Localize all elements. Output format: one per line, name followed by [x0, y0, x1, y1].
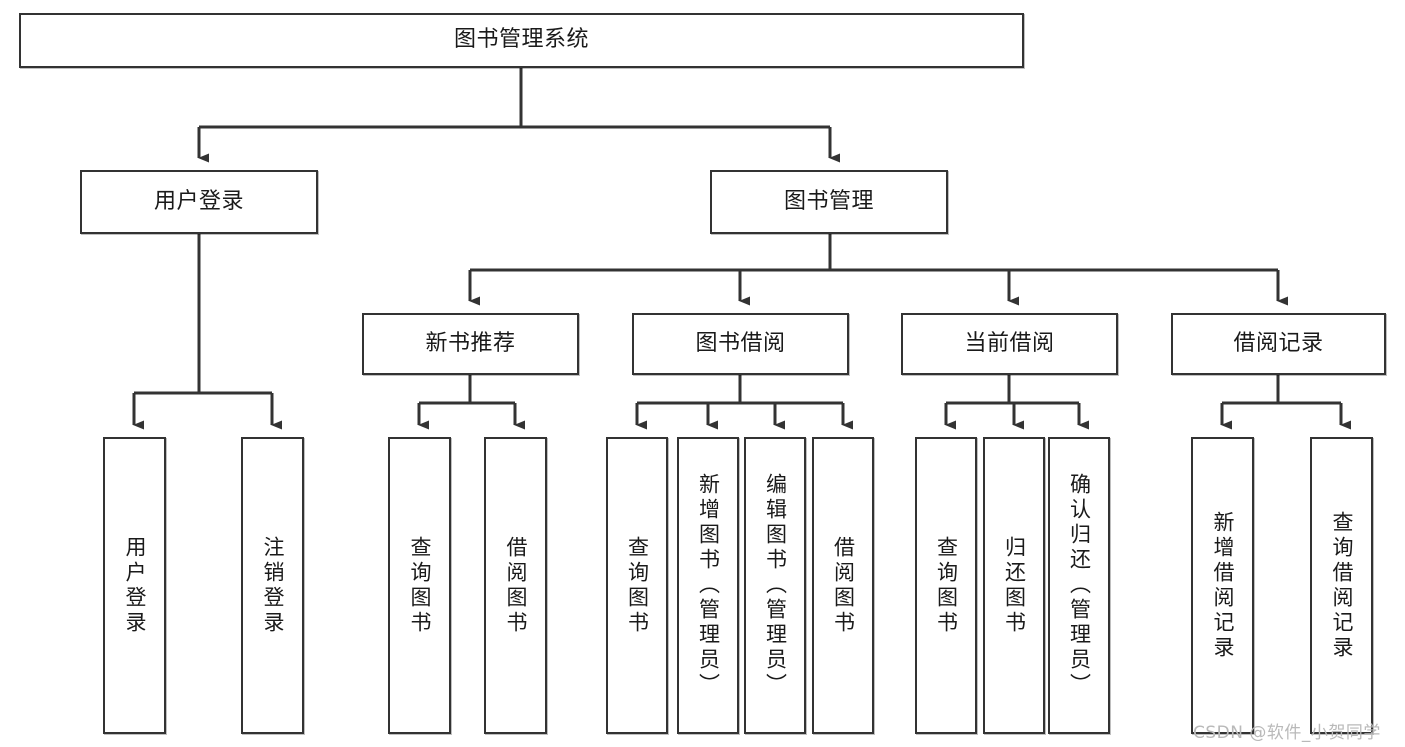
- node-leaf-return-book[interactable]: 归还图书: [983, 437, 1045, 734]
- connector-bookmanage-to-level3: [468, 234, 1288, 306]
- node-current-borrow[interactable]: 当前借阅: [901, 313, 1118, 375]
- node-leaf-add-book[interactable]: 新增图书（管理员）: [677, 437, 739, 734]
- connector-newbookrec-to-leaves: [417, 375, 525, 430]
- node-borrow-record[interactable]: 借阅记录: [1171, 313, 1386, 375]
- node-new-book-rec[interactable]: 新书推荐: [362, 313, 579, 375]
- node-leaf-borrow-book-2[interactable]: 借阅图书: [812, 437, 874, 734]
- node-leaf-add-book-label: 新增图书（管理员）: [696, 473, 721, 698]
- node-book-manage-label: 图书管理: [783, 188, 874, 214]
- csdn-watermark: CSDN @软件_小贺同学: [1193, 723, 1381, 743]
- node-book-borrow-label: 图书借阅: [695, 330, 786, 356]
- node-new-book-rec-label: 新书推荐: [425, 330, 516, 356]
- node-leaf-user-login-label: 用户登录: [123, 535, 147, 636]
- node-borrow-record-label: 借阅记录: [1233, 330, 1324, 356]
- node-leaf-borrow-book-1-label: 借阅图书: [504, 535, 528, 636]
- connector-root-to-level2: [197, 68, 840, 163]
- node-user-login[interactable]: 用户登录: [80, 170, 318, 234]
- node-current-borrow-label: 当前借阅: [964, 330, 1055, 356]
- connector-userlogin-to-leaves: [132, 234, 282, 430]
- node-leaf-user-login[interactable]: 用户登录: [103, 437, 166, 734]
- node-leaf-borrow-book-2-label: 借阅图书: [831, 535, 856, 636]
- node-leaf-query-book-3-label: 查询图书: [934, 535, 959, 636]
- node-leaf-query-record[interactable]: 查询借阅记录: [1310, 437, 1373, 734]
- connector-borrowrecord-to-leaves: [1220, 375, 1351, 430]
- node-leaf-query-book-3[interactable]: 查询图书: [915, 437, 977, 734]
- node-user-login-label: 用户登录: [153, 188, 244, 214]
- node-leaf-query-book-1-label: 查询图书: [408, 535, 432, 636]
- node-leaf-return-book-label: 归还图书: [1002, 535, 1027, 636]
- node-leaf-edit-book[interactable]: 编辑图书（管理员）: [744, 437, 806, 734]
- node-book-manage[interactable]: 图书管理: [710, 170, 948, 234]
- node-leaf-logout-label: 注销登录: [261, 535, 285, 636]
- connector-bookborrow-to-leaves: [635, 375, 853, 430]
- node-book-borrow[interactable]: 图书借阅: [632, 313, 849, 375]
- node-leaf-query-book-2[interactable]: 查询图书: [606, 437, 668, 734]
- node-root-label: 图书管理系统: [453, 27, 589, 53]
- node-leaf-confirm-return[interactable]: 确认归还（管理员）: [1048, 437, 1110, 734]
- node-leaf-borrow-book-1[interactable]: 借阅图书: [484, 437, 547, 734]
- node-leaf-query-book-2-label: 查询图书: [625, 535, 650, 636]
- node-leaf-add-record-label: 新增借阅记录: [1211, 510, 1235, 661]
- connector-currentborrow-to-leaves: [944, 375, 1089, 430]
- node-leaf-query-record-label: 查询借阅记录: [1330, 510, 1354, 661]
- node-root[interactable]: 图书管理系统: [19, 13, 1024, 68]
- node-leaf-query-book-1[interactable]: 查询图书: [388, 437, 451, 734]
- node-leaf-confirm-return-label: 确认归还（管理员）: [1067, 473, 1092, 698]
- node-leaf-add-record[interactable]: 新增借阅记录: [1191, 437, 1254, 734]
- node-leaf-logout[interactable]: 注销登录: [241, 437, 304, 734]
- node-leaf-edit-book-label: 编辑图书（管理员）: [763, 473, 788, 698]
